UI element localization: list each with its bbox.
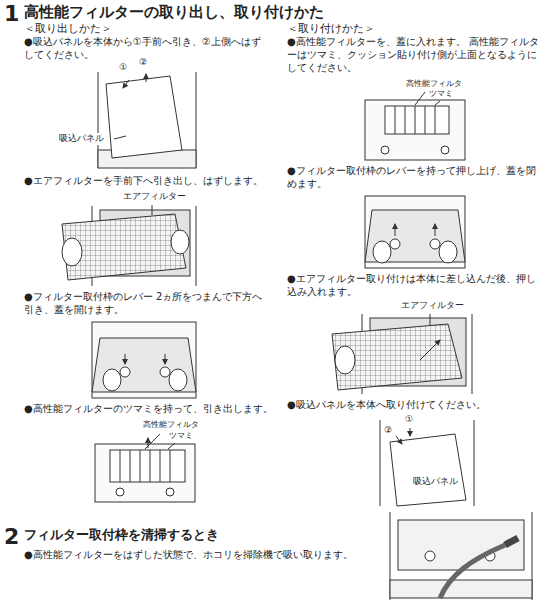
callout-number: ① [404, 414, 414, 426]
part-label: エアフィルター [400, 300, 465, 312]
instruction-text: ●高性能フィルターをはずした状態で、ホコリを掃除機で吸い取ります。 [24, 548, 384, 561]
panel-removal-figure [98, 72, 196, 168]
section-number: 1 [4, 0, 19, 29]
part-label: 高性能フィルタ [142, 420, 200, 430]
part-label: エアフィルター [122, 191, 187, 203]
part-label: 高性能フィルタ [405, 79, 463, 89]
lid-opening-figure [92, 322, 196, 398]
vacuum-cleaning-figure [390, 512, 532, 600]
instruction-text: ●高性能フィルターを、蓋に入れます。 高性能フィルターはツマミ、クッション貼り付… [287, 35, 542, 74]
panel-attach-figure [380, 420, 474, 506]
page-title: 高性能フィルターの取り出し、取り付けかた [24, 3, 324, 23]
callout-number: ② [138, 57, 148, 69]
part-label: 吸込パネル [58, 133, 105, 145]
instruction-text: ●エアフィルター取り付けは本体に差し込んだ後、押し込み入れます。 [287, 272, 542, 298]
section-heading: フィルター取付枠を清掃するとき [24, 527, 219, 544]
section-number: 2 [4, 523, 19, 552]
hepa-removal-figure [95, 434, 195, 502]
hepa-insert-figure [365, 92, 465, 160]
sub-heading: ＜取り付けかた＞ [287, 22, 375, 36]
air-filter-removal-figure [62, 205, 196, 286]
instruction-text: ●エアフィルターを手前下へ引き出し、はずします。 [24, 174, 274, 187]
part-label: 吸込パネル [412, 476, 459, 488]
instruction-text: ●フィルター取付枠のレバー 2ヵ所をつまんで下方へ引き、蓋を開けます。 [24, 290, 269, 316]
air-filter-insert-figure [332, 314, 472, 394]
lid-closing-figure [365, 196, 465, 268]
part-label: ツマミ [428, 89, 454, 99]
callout-number: ① [118, 62, 128, 74]
part-label: ツマミ [168, 431, 194, 441]
sub-heading: ＜取り出しかた＞ [24, 22, 112, 36]
instruction-text: ●高性能フィルターのツマミを持って、引き出します。 [24, 402, 274, 415]
instruction-text: ●フィルター取付枠のレバーを持って押し上げ、蓋を閉めます。 [287, 164, 542, 190]
callout-number: ② [383, 425, 393, 437]
instruction-text: ●吸込パネルを本体へ取り付けてください。 [287, 398, 542, 411]
